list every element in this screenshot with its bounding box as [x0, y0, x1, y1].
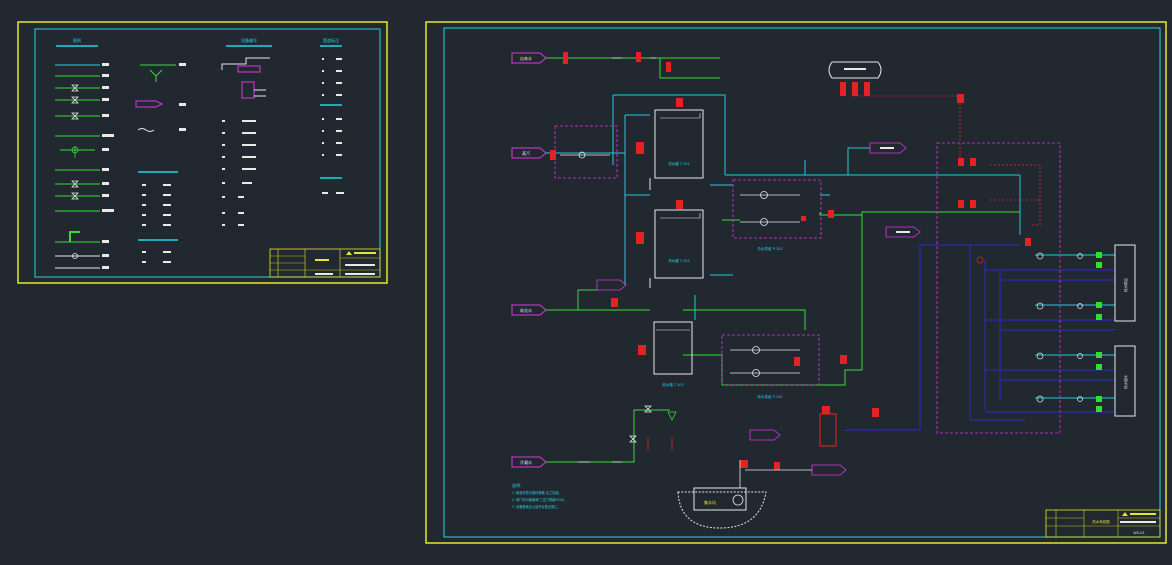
- return-pipes: [546, 94, 1115, 399]
- legend-headers: 图例 设备编号 管道标注: [56, 37, 342, 47]
- main-sheet-outer-frame: [425, 21, 1167, 544]
- source-tag-2: 蒸汽: [511, 147, 547, 159]
- source-tag-1-label: 自来水: [520, 55, 532, 61]
- source-tag-4: 冷凝水: [511, 456, 547, 468]
- pump-group-2-box: [721, 334, 820, 386]
- collecting-pit: 集水坑: [677, 460, 812, 529]
- bottom-valves: [578, 57, 677, 463]
- pump-group-1-label: 热水泵组 P-101: [757, 246, 782, 251]
- legend-header-1: 图例: [73, 37, 81, 43]
- legend-table-2: [142, 184, 171, 263]
- tank-1-label: 热水罐 T-101: [668, 161, 689, 166]
- right-outlet-1: 热水供应: [1114, 244, 1136, 322]
- legend-header-2: 设备编号: [241, 37, 257, 43]
- legend-symbols: [69, 84, 80, 259]
- source-tags: 自来水 蒸汽 软化水 冷凝水: [511, 52, 547, 468]
- notes: 说明: 1. 管道材质为镀锌钢管,法兰连接。 2. 阀门均为铸钢阀门,压力等级P…: [512, 482, 567, 509]
- source-tag-3: 软化水: [511, 304, 547, 316]
- legend-column-3: [221, 57, 270, 226]
- water-pipes: [546, 57, 1020, 463]
- notes-title: 说明:: [512, 482, 521, 488]
- legend-sheet-outer-frame: [17, 21, 388, 284]
- right-outlet-2: 热水回水: [1114, 345, 1136, 417]
- source-tag-2-label: 蒸汽: [522, 150, 530, 156]
- hot-water-tank-2: 热水罐 T-102: [636, 209, 704, 288]
- title-block-project: 热水系统图: [1092, 519, 1110, 524]
- title-block-drawing-no: WS-01: [1133, 531, 1144, 535]
- right-outlet-1-label: 热水供应: [1123, 278, 1128, 293]
- legend-sheet: 图例 设备编号 管道标注: [17, 21, 388, 284]
- outlet-gauges: [976, 252, 1083, 403]
- hot-water-tank-1: 热水罐 T-101: [636, 109, 704, 190]
- legend-column-2: [135, 63, 186, 241]
- steam-valve-group-box: [554, 125, 618, 179]
- legend-title-block: [269, 248, 381, 278]
- main-title-block: 热水系统图 WS-01: [1045, 509, 1161, 538]
- main-sheet: 自来水 蒸汽 软化水 冷凝水: [425, 21, 1167, 544]
- source-tag-1: 自来水: [511, 52, 547, 64]
- soft-water-tank: 软水箱 T-103: [638, 321, 693, 387]
- control-lines: [855, 95, 1041, 226]
- right-outlet-2-label: 热水回水: [1123, 375, 1128, 390]
- pumps: [560, 151, 800, 377]
- legend-sheet-inner-frame: [34, 28, 381, 278]
- legend-line-samples: [55, 63, 114, 269]
- water-heater: [819, 413, 837, 447]
- source-tag-3-label: 软化水: [520, 307, 532, 313]
- note-3: 3. 设备基础由土建专业配合施工。: [512, 504, 561, 509]
- pump-group-2-label: 软水泵组 P-102: [757, 394, 782, 399]
- tank-2-label: 热水罐 T-102: [668, 258, 689, 263]
- note-1: 1. 管道材质为镀锌钢管,法兰连接。: [512, 490, 562, 495]
- legend-header-3: 管道标注: [323, 37, 339, 43]
- pit-label: 集水坑: [704, 499, 716, 505]
- mid-outlet-tags: [596, 142, 921, 476]
- red-markers: [550, 52, 1031, 470]
- source-tag-4-label: 冷凝水: [520, 459, 532, 465]
- pump-group-1-box: [732, 179, 822, 239]
- tank-3-label: 软水箱 T-103: [662, 382, 683, 387]
- steam-header: [828, 61, 882, 79]
- outlet-valves: [1096, 252, 1102, 412]
- legend-column-4: [320, 58, 344, 194]
- dashed-boxes: [554, 125, 1061, 434]
- distribution-pipes: [845, 244, 1115, 431]
- distribution-header-box: [936, 142, 1061, 434]
- note-2: 2. 阀门均为铸钢阀门,压力等级PN16。: [512, 497, 567, 502]
- main-sheet-inner-frame: [443, 27, 1161, 538]
